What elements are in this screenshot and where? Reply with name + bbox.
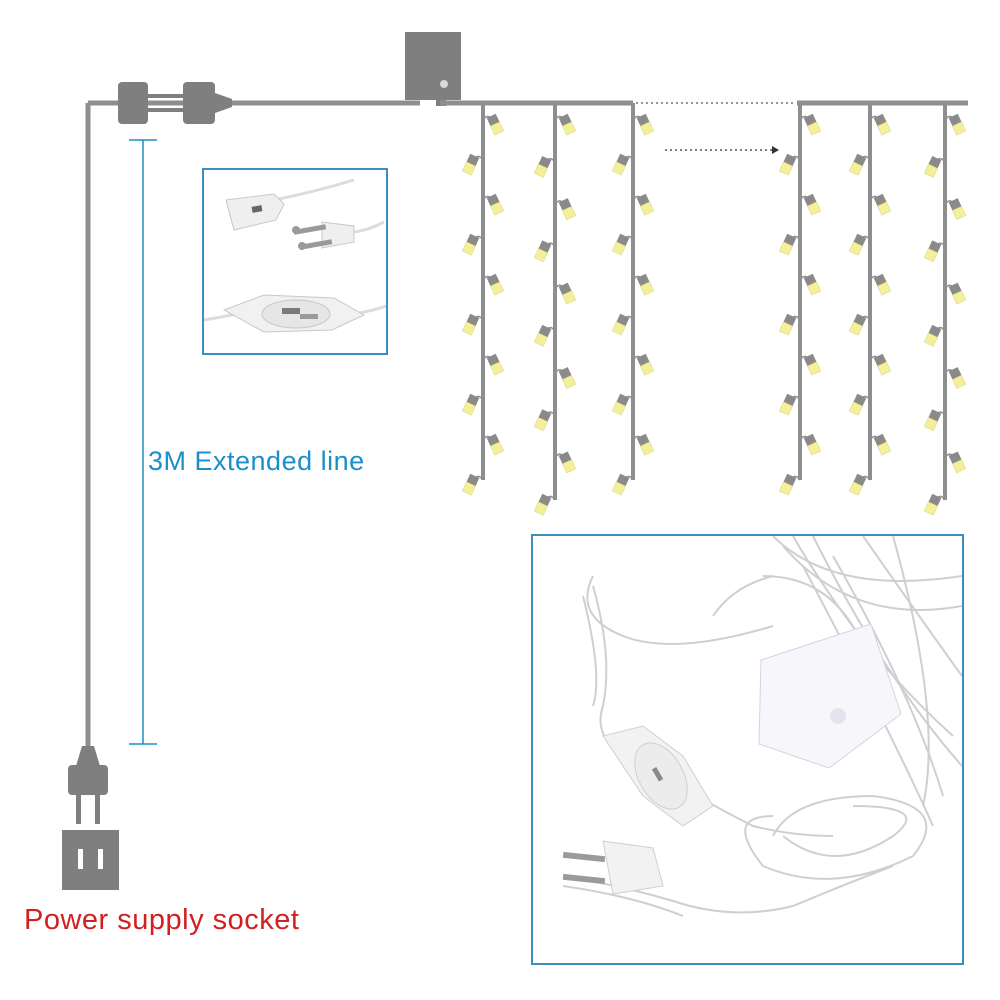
led-bulb-icon <box>554 367 577 389</box>
wall-socket-icon <box>62 830 119 890</box>
led-bulb-icon <box>461 233 484 256</box>
extended-line-label: 3M Extended line <box>148 446 365 476</box>
led-bulb-icon <box>611 233 634 256</box>
power-socket-label: Power supply socket <box>24 904 300 936</box>
led-bulb-icon <box>799 273 822 296</box>
led-bulb-icon <box>923 493 946 516</box>
led-bulb-icon <box>482 113 505 136</box>
connector-closeup-inset <box>202 168 388 355</box>
controller-photo-icon <box>758 623 902 769</box>
led-bulb-icon <box>611 393 634 416</box>
eu-plug-icon <box>68 746 108 824</box>
led-bulb-icon <box>554 282 577 305</box>
product-photo-illustration <box>533 536 962 963</box>
led-bulb-icon <box>869 353 892 376</box>
led-bulb-icon <box>554 113 577 136</box>
led-bulb-icon <box>632 113 655 136</box>
led-bulb-icon <box>632 353 655 376</box>
led-bulb-icon <box>482 353 505 376</box>
led-bulb-icon <box>611 313 634 336</box>
led-bulb-icon <box>632 273 655 296</box>
led-bulb-icon <box>554 451 577 474</box>
led-bulb-icon <box>923 324 946 347</box>
led-bulb-icon <box>799 113 822 136</box>
led-bulb-icon <box>778 153 801 176</box>
led-bulb-icon <box>461 393 484 416</box>
connector-closeup-illustration <box>204 178 386 333</box>
led-bulb-icon <box>799 433 822 456</box>
led-bulb-icon <box>778 473 801 496</box>
led-bulb-icon <box>848 153 871 176</box>
led-bulb-icon <box>869 193 892 216</box>
led-bulb-icon <box>554 198 577 220</box>
male-plug-icon <box>292 221 355 250</box>
joined-connector-icon <box>222 294 366 333</box>
led-bulb-icon <box>923 409 946 432</box>
wire-bundle-icon <box>562 536 962 917</box>
light-strands <box>461 103 967 516</box>
led-bulb-icon <box>533 493 556 516</box>
led-bulb-icon <box>611 153 634 176</box>
extension-dimension-line <box>129 139 157 745</box>
led-bulb-icon <box>869 113 892 136</box>
led-bulb-icon <box>923 240 946 263</box>
female-connector-icon <box>225 193 285 231</box>
led-bulb-icon <box>461 313 484 336</box>
led-bulb-icon <box>778 393 801 416</box>
led-bulb-icon <box>533 240 556 263</box>
led-bulb-icon <box>944 367 967 389</box>
led-bulb-icon <box>778 233 801 256</box>
plug-connector-icon <box>118 82 232 124</box>
led-bulb-icon <box>778 313 801 336</box>
led-bulb-icon <box>611 473 634 496</box>
led-bulb-icon <box>848 313 871 336</box>
led-bulb-icon <box>482 193 505 216</box>
led-bulb-icon <box>482 433 505 456</box>
led-bulb-icon <box>923 155 946 178</box>
photo-plug-icon <box>562 840 664 895</box>
led-bulb-icon <box>461 473 484 496</box>
product-photo-inset <box>531 534 964 965</box>
led-bulb-icon <box>869 433 892 456</box>
led-bulb-icon <box>869 273 892 296</box>
continuation-arrow <box>665 146 779 154</box>
led-bulb-icon <box>461 153 484 176</box>
led-bulb-icon <box>848 233 871 256</box>
photo-joined-connector-icon <box>602 725 714 827</box>
controller-box-icon <box>405 32 461 106</box>
led-bulb-icon <box>482 273 505 296</box>
led-bulb-icon <box>944 451 967 474</box>
led-bulb-icon <box>632 193 655 216</box>
led-bulb-icon <box>533 324 556 347</box>
led-bulb-icon <box>944 113 967 136</box>
led-bulb-icon <box>848 393 871 416</box>
led-bulb-icon <box>533 409 556 432</box>
led-bulb-icon <box>944 198 967 220</box>
led-bulb-icon <box>799 353 822 376</box>
led-bulb-icon <box>944 282 967 305</box>
led-bulb-icon <box>848 473 871 496</box>
led-bulb-icon <box>533 155 556 178</box>
led-bulb-icon <box>799 193 822 216</box>
led-bulb-icon <box>632 433 655 456</box>
